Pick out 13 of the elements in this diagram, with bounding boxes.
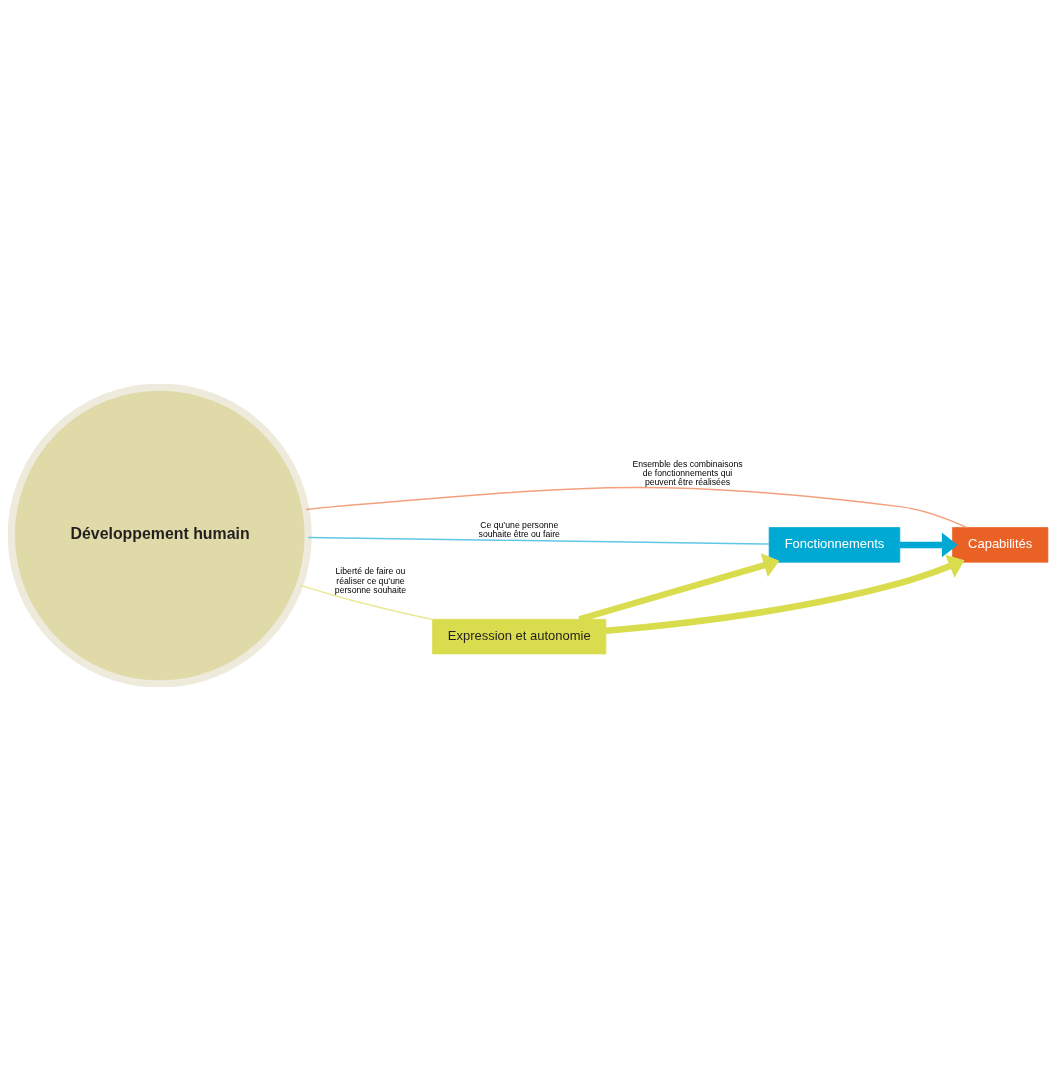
arrow xyxy=(605,554,965,634)
node-circle: Développement humain xyxy=(8,383,312,687)
node-box: Fonctionnements xyxy=(768,526,901,563)
arrow xyxy=(899,532,958,557)
node-box: Capabilités xyxy=(952,526,1049,563)
node-box: Expression et autonomie xyxy=(432,618,607,654)
connector xyxy=(307,536,770,545)
arrow xyxy=(578,552,780,622)
connector xyxy=(299,583,434,620)
connector xyxy=(305,486,968,528)
edge-label: Liberté de faire ou réaliser ce qu’une personne souhaite xyxy=(334,565,407,595)
edge-label: Ensemble des combinaisons de fonctionnements qui peuvent être réalisées xyxy=(632,458,743,487)
edge-label: Ce qu’une personne souhaite être ou faire xyxy=(478,519,560,539)
